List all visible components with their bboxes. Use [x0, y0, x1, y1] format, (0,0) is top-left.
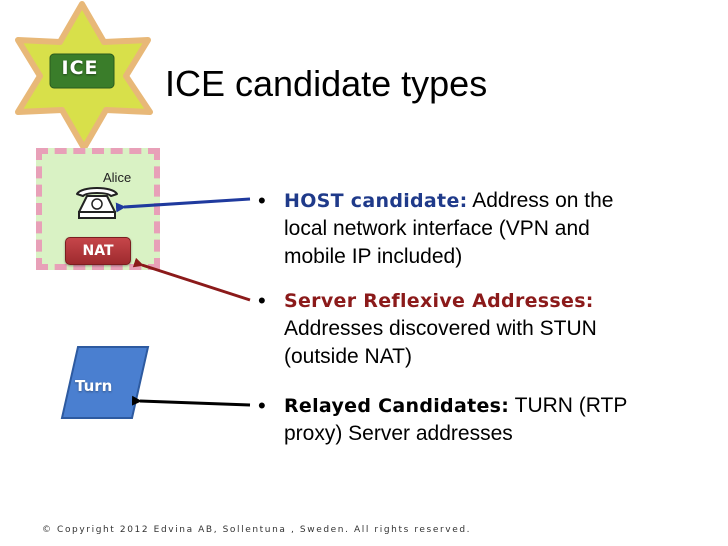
bullet-host-term: HOST candidate:	[284, 190, 468, 212]
ice-badge-label: ICE	[61, 57, 99, 79]
bullet-dot: •	[258, 188, 266, 213]
bullet-relay-text: TURN (RTP proxy) Server addresses	[284, 394, 628, 445]
relay-arrow	[131, 395, 251, 407]
alice-label: Alice	[103, 170, 132, 185]
bullet-srflx-term: Server Reflexive Addresses:	[284, 290, 594, 312]
bullet-srflx-text: Addresses discovered with STUN (outside …	[284, 317, 597, 368]
slide-title: ICE candidate types	[165, 63, 488, 104]
bullet-dot: •	[258, 393, 266, 418]
copyright-footer: © Copyright 2012 Edvina AB, Sollentuna ,…	[42, 525, 472, 535]
turn-label: Turn	[75, 377, 113, 395]
bullet-host-text: Address on the local network interface (…	[284, 189, 614, 268]
turn-server-icon	[60, 346, 150, 419]
phone-icon	[76, 187, 118, 219]
srflx-arrow	[132, 257, 251, 302]
nat-badge: NAT	[65, 237, 131, 265]
bullet-dot: •	[258, 288, 266, 313]
bullet-relay-term: Relayed Candidates:	[284, 395, 510, 417]
